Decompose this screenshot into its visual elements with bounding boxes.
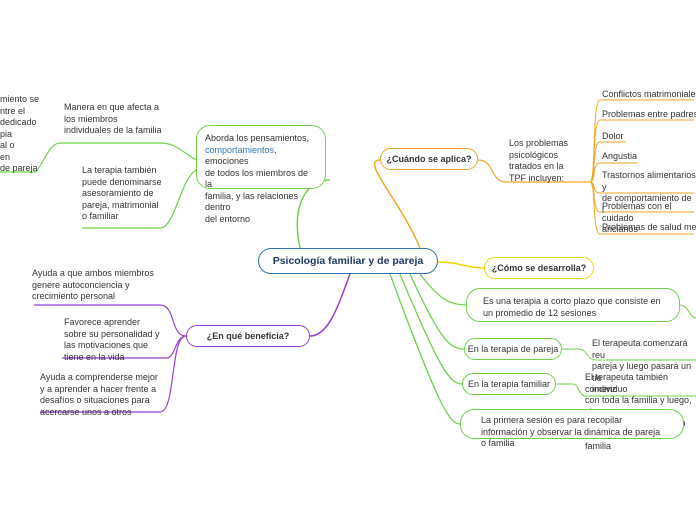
item-anguish: Angustia xyxy=(602,151,638,161)
node-benefits[interactable]: ¿En qué beneficia? xyxy=(186,325,310,347)
item-mental-health: Problemas de salud men xyxy=(602,222,696,232)
item-grief: Dolor xyxy=(602,131,624,141)
node-approach[interactable]: Aborda los pensamientos, comportamientos… xyxy=(196,125,326,224)
item-conflicts: Conflictos matrimoniales xyxy=(602,89,696,99)
node-how-develops[interactable]: ¿Cómo se desarrolla? xyxy=(484,257,594,279)
benefit-personality: Favorece aprender sobre su personalidad … xyxy=(64,317,160,362)
benefit-self-awareness: Ayuda a que ambos miembros genere autoco… xyxy=(32,268,154,301)
note-therapy-names: La terapia también puede denominarse ase… xyxy=(82,165,162,221)
note-individual-effect: Manera en que afecta a los miembros indi… xyxy=(64,102,162,135)
node-family-therapy[interactable]: En la terapia familiar xyxy=(462,373,556,395)
item-eating-disorders: Trastornos alimentarios y de comportamie… xyxy=(602,170,696,215)
node-when-applied[interactable]: ¿Cuándo se aplica? xyxy=(380,148,478,170)
item-parent-problems: Problemas entre padres xyxy=(602,109,696,119)
node-approach-suffix: , emociones de todos los miembros de la … xyxy=(205,144,309,224)
item-elder-care: Problemas con el cuidado ancianos xyxy=(602,201,672,234)
node-first-session[interactable]: La primera sesión es para recopilar info… xyxy=(460,409,684,448)
benefit-understanding: Ayuda a comprenderse mejor y a aprender … xyxy=(40,372,158,417)
node-couple-therapy[interactable]: En la terapia de pareja xyxy=(464,338,562,360)
intro-problems: Los problemas psicológicos tratados en l… xyxy=(509,138,569,183)
node-approach-prefix: Aborda los pensamientos, xyxy=(205,133,310,143)
node-short-therapy[interactable]: Es una terapia a corto plazo que consist… xyxy=(466,288,680,322)
text-couple-therapy: El terapeuta comenzará reu pareja y lueg… xyxy=(592,338,692,394)
truncated-left-text: miento se ntre el dedicado pia al o en d… xyxy=(0,94,40,173)
node-approach-highlight: comportamientos xyxy=(205,144,275,155)
central-topic[interactable]: Psicología familiar y de pareja xyxy=(258,248,438,274)
